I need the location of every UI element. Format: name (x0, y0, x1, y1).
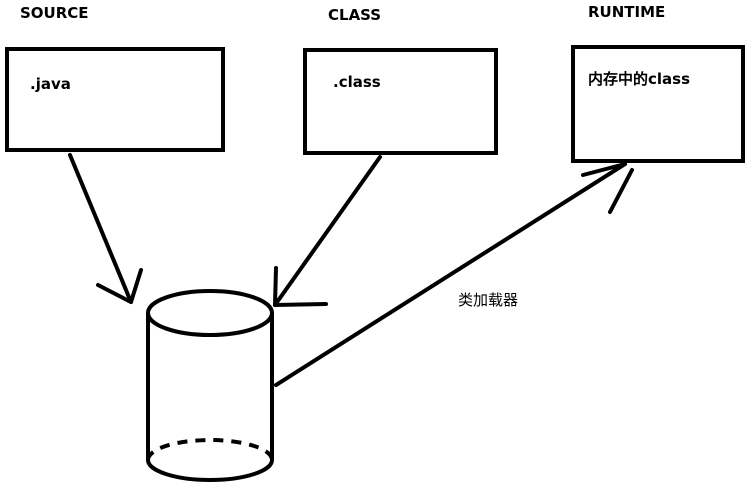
arrow-class-to-loader (273, 155, 382, 307)
arrow-source-to-loader (68, 153, 143, 304)
heading-class: CLASS (328, 6, 382, 24)
heading-runtime: RUNTIME (588, 3, 666, 21)
source-box-label: .java (30, 75, 71, 93)
source-box (5, 47, 225, 152)
class-box (303, 48, 498, 155)
class-loader-label: 类加载器 (458, 291, 519, 309)
runtime-box (571, 45, 745, 163)
runtime-box-label: 内存中的class (588, 70, 691, 88)
heading-source: SOURCE (20, 4, 89, 22)
arrow-loader-to-runtime (274, 162, 634, 387)
class-loader-cylinder (146, 289, 274, 482)
class-box-label: .class (333, 73, 381, 91)
